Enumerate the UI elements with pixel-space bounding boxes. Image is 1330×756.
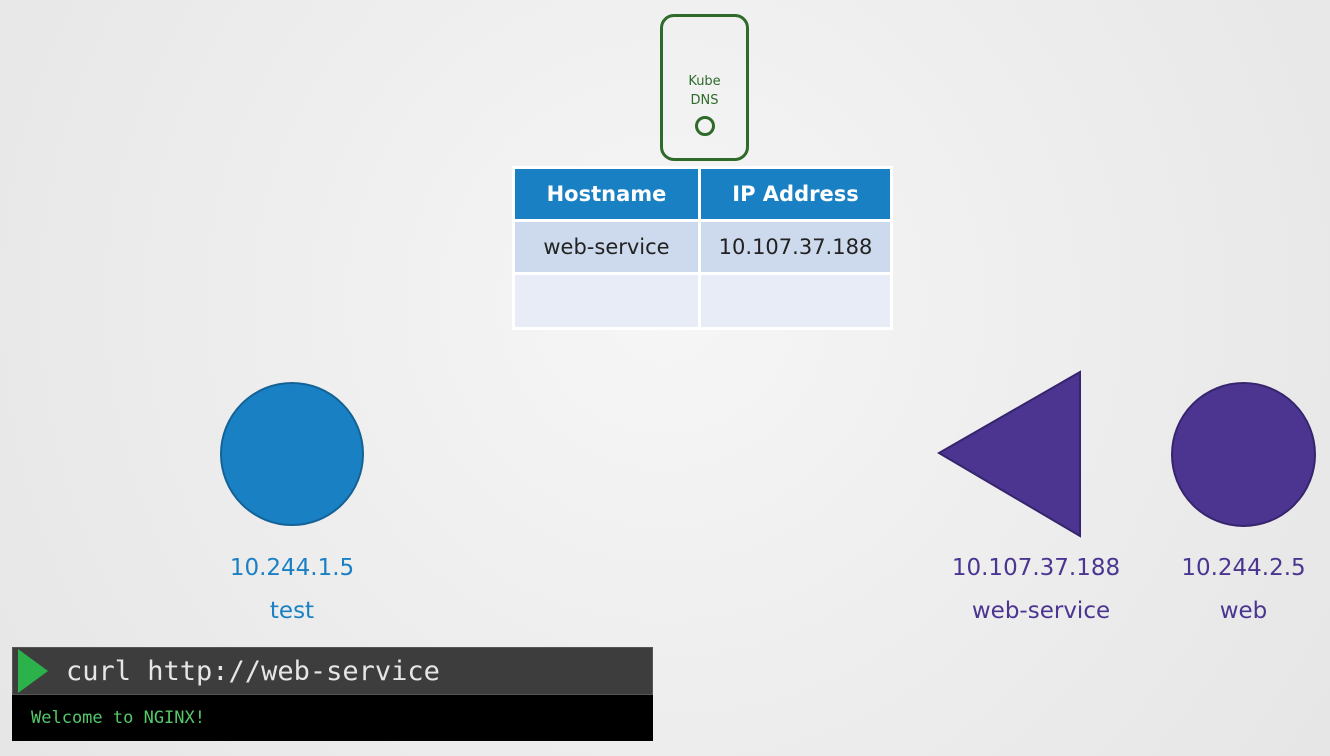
terminal-output-text: Welcome to NGINX! <box>31 708 205 728</box>
web-service-name: web-service <box>971 598 1111 624</box>
web-pod-ip: 10.244.2.5 <box>1181 555 1306 581</box>
dns-records-table: Hostname IP Address web-service 10.107.3… <box>512 166 893 330</box>
column-header-hostname: Hostname <box>515 169 698 219</box>
terminal-command-line: curl http://web-service <box>12 647 653 695</box>
table-cell-ip: 10.107.37.188 <box>701 222 890 272</box>
play-icon <box>18 649 48 693</box>
web-service-triangle-icon <box>937 370 1081 538</box>
table-row <box>515 275 890 327</box>
kube-dns-pod: Kube DNS <box>660 14 749 161</box>
status-led-icon <box>694 116 715 136</box>
kube-dns-label-line2: DNS <box>690 93 719 108</box>
table-cell-hostname: web-service <box>515 222 698 272</box>
web-pod-name: web <box>1219 598 1268 624</box>
column-header-ip-address: IP Address <box>701 169 890 219</box>
kube-dns-label-line1: Kube <box>688 74 721 89</box>
terminal: curl http://web-service Welcome to NGINX… <box>12 647 653 741</box>
kube-dns-label: Kube DNS <box>688 72 720 110</box>
test-pod-ip: 10.244.1.5 <box>229 555 355 581</box>
test-pod-circle-icon <box>220 382 364 526</box>
table-header-row: Hostname IP Address <box>515 169 890 219</box>
terminal-output: Welcome to NGINX! <box>12 695 653 741</box>
table-cell-ip <box>701 275 890 327</box>
table-cell-hostname <box>515 275 698 327</box>
test-pod-name: test <box>269 598 315 624</box>
web-pod-circle-icon <box>1171 382 1316 527</box>
terminal-command: curl http://web-service <box>66 655 440 687</box>
table-row: web-service 10.107.37.188 <box>515 222 890 272</box>
web-service-ip: 10.107.37.188 <box>951 555 1121 581</box>
